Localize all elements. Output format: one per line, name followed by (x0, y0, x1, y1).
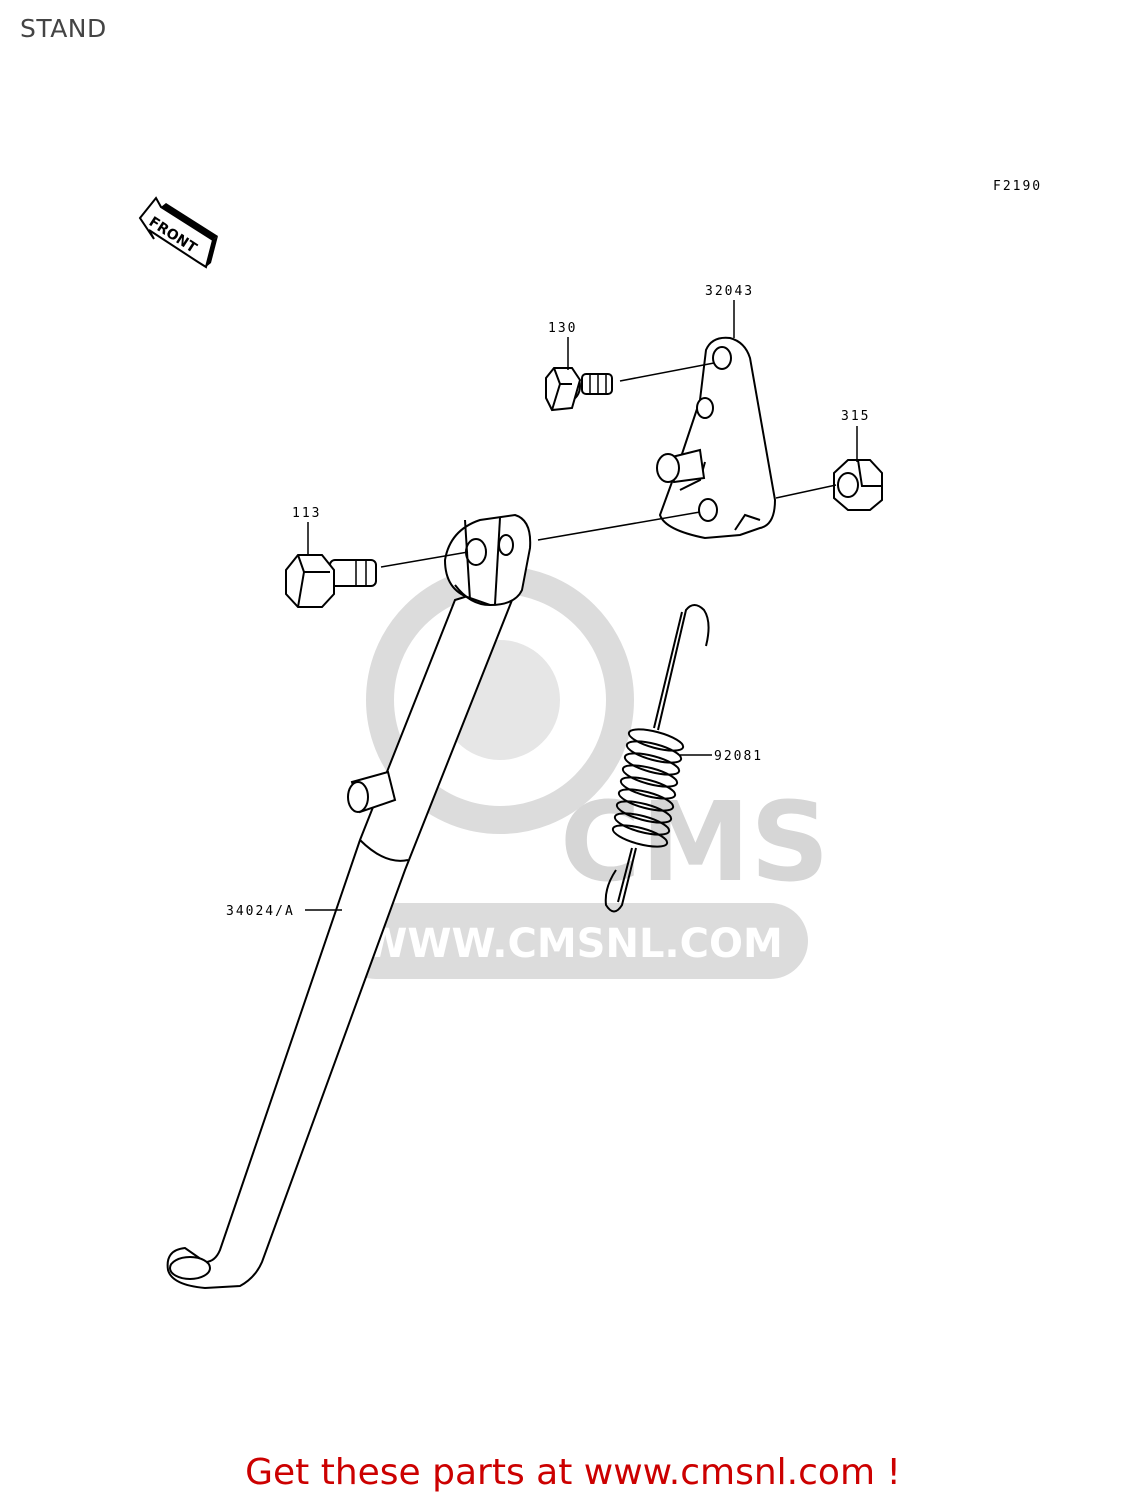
label-32043: 32043 (705, 284, 754, 299)
label-92081: 92081 (714, 749, 763, 764)
spring-coils (611, 728, 685, 848)
flange-bolt-130 (545, 367, 613, 412)
leader-lines (305, 300, 858, 911)
cta-link[interactable]: Get these parts at www.cmsnl.com ! (245, 1452, 901, 1493)
nut-315 (833, 459, 883, 511)
return-spring (604, 604, 710, 913)
watermark-brand: CMS (560, 778, 829, 906)
label-113: 113 (292, 506, 321, 521)
stand-bracket (656, 336, 777, 540)
watermark: CMS WWW.CMSNL.COM (338, 566, 829, 979)
page-title: STAND (20, 14, 107, 43)
pivot-bolt-113 (285, 554, 377, 608)
label-34024a: 34024/A (226, 904, 295, 919)
label-130: 130 (548, 321, 577, 336)
label-315: 315 (841, 409, 870, 424)
figure-code: F2190 (993, 179, 1042, 194)
side-stand-leg (166, 513, 532, 1290)
assembly-lines (380, 362, 837, 568)
watermark-url: WWW.CMSNL.COM (363, 921, 783, 967)
front-arrow-icon: FRONT (138, 196, 218, 269)
